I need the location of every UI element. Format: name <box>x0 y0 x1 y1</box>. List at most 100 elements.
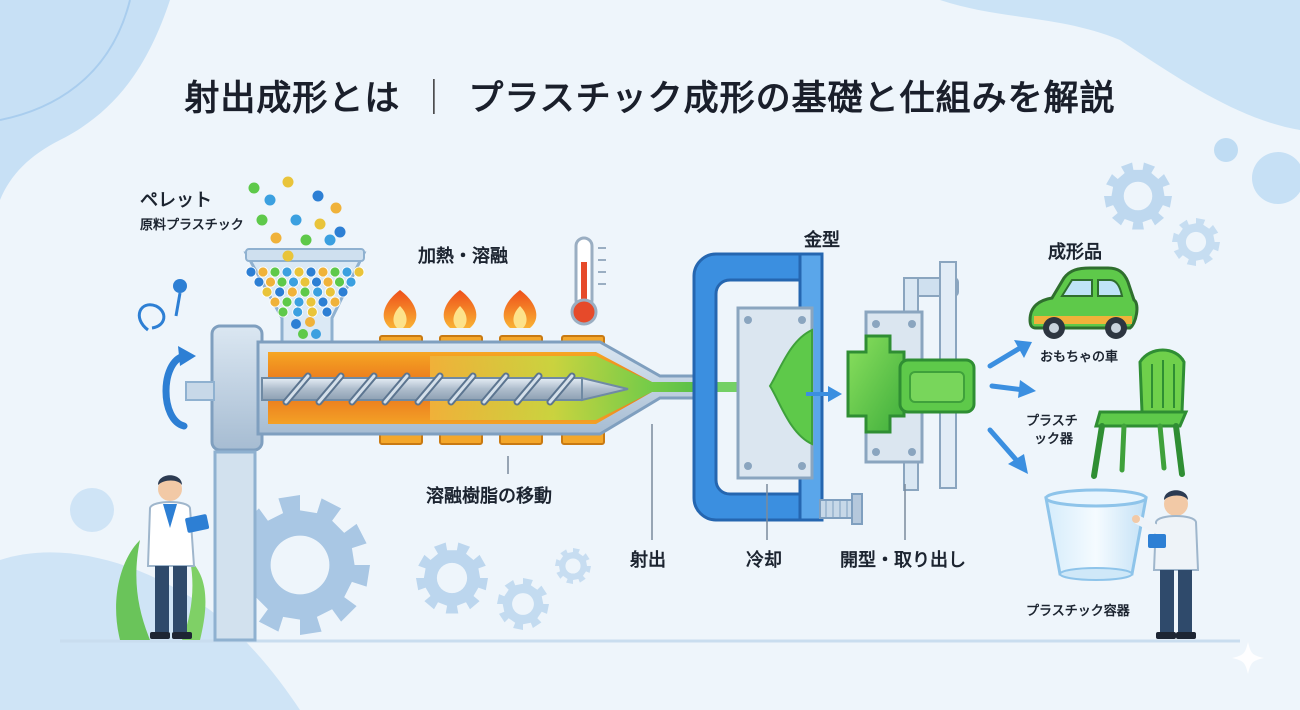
pellet <box>292 306 304 318</box>
title-main: 射出成形とは <box>184 79 401 119</box>
gear-icon <box>1172 218 1220 266</box>
toy-car <box>1028 266 1139 339</box>
pellet <box>270 232 282 244</box>
pellet <box>329 296 341 308</box>
thermometer-icon <box>570 236 606 326</box>
corner-blob-top-right <box>940 0 1300 130</box>
pellet <box>281 266 293 278</box>
pellet <box>281 296 293 308</box>
label-injection: 射出 <box>630 550 666 571</box>
corner-blob-bottom-left <box>0 552 300 710</box>
flame-icon <box>383 290 417 328</box>
pellet <box>334 276 345 288</box>
bubble <box>70 488 114 532</box>
pellet <box>305 266 317 278</box>
bubble <box>1214 138 1238 162</box>
pellet <box>256 214 268 226</box>
pellet <box>288 276 299 288</box>
pellet <box>312 286 324 298</box>
label-pellet-sub: 原料プラスチック <box>140 218 244 233</box>
drive-unit <box>137 279 264 642</box>
pellet <box>277 306 289 318</box>
pellet <box>298 329 308 339</box>
pellet <box>245 266 257 278</box>
pellet <box>299 286 311 298</box>
sparkle-icon <box>1232 642 1264 674</box>
arrow-icon <box>987 345 1023 369</box>
pellet <box>253 276 265 288</box>
gear-icon <box>416 542 488 614</box>
pellet <box>324 234 336 246</box>
pellet <box>312 190 324 202</box>
pellet <box>311 276 322 288</box>
pellet <box>322 276 334 288</box>
gear-icon <box>497 578 549 630</box>
pellet <box>269 266 281 278</box>
flame-icon <box>503 290 537 328</box>
pellet <box>345 276 357 288</box>
pellet <box>299 276 311 288</box>
arrow-icon <box>987 427 1021 465</box>
label-product-car: おもちゃの車 <box>1040 350 1119 365</box>
flame-icon <box>443 290 477 328</box>
label-cooling: 冷却 <box>746 550 782 571</box>
pellet <box>291 319 301 329</box>
arrow-icon <box>989 383 1027 393</box>
moving-mold-half <box>846 261 976 491</box>
pellet <box>306 306 318 318</box>
label-mold: 金型 <box>804 230 840 251</box>
pellet <box>274 286 286 298</box>
pellet <box>330 202 342 214</box>
pellet <box>329 266 341 278</box>
label-pellet: ペレット <box>140 190 212 211</box>
plastic-cup <box>1044 488 1148 581</box>
pellet <box>293 266 305 278</box>
pellet <box>269 296 281 308</box>
title-sub: プラスチック成形の基礎と仕組みを解説 <box>468 79 1116 119</box>
pellet <box>282 250 294 262</box>
leader-lines <box>507 424 906 540</box>
pellet <box>314 218 326 230</box>
pellet <box>321 306 333 318</box>
pellet <box>324 286 336 298</box>
output-arrows <box>987 340 1036 474</box>
engineer-person-left <box>116 475 210 640</box>
gear-icon <box>230 495 370 635</box>
rotate-arrow-icon <box>162 346 196 430</box>
corner-curve-top-left <box>0 0 131 121</box>
screw-bolt <box>819 493 863 525</box>
label-product-cup: プラスチック容器 <box>1026 604 1130 619</box>
bubble <box>1252 152 1300 204</box>
hopper-pellets <box>245 266 365 339</box>
pellet <box>353 266 365 278</box>
pellet <box>311 329 321 339</box>
corner-blob-top-left <box>0 0 170 200</box>
pellet <box>341 266 353 278</box>
mold-clamp <box>692 252 863 525</box>
page-title: 射出成形とは ｜ プラスチック成形の基礎と仕組みを解説 <box>0 70 1300 121</box>
label-resin-flow: 溶融樹脂の移動 <box>426 486 552 507</box>
title-separator: ｜ <box>416 79 453 119</box>
label-heating: 加熱・溶融 <box>418 246 508 267</box>
gear-group <box>230 162 1220 635</box>
pellet <box>282 176 294 188</box>
label-product-chair-line2: ック器 <box>1034 432 1074 447</box>
pellet <box>337 286 349 298</box>
pellet <box>261 286 273 298</box>
arrow-icon <box>806 386 842 402</box>
label-product-chair-line1: プラスチ <box>1026 414 1078 429</box>
pellet <box>290 214 302 226</box>
pellet <box>293 296 305 308</box>
pellet <box>334 226 346 238</box>
pellet <box>265 276 276 288</box>
flame-group <box>383 290 537 328</box>
label-opening: 開型・取り出し <box>840 550 966 571</box>
label-products: 成形品 <box>1048 242 1102 263</box>
pellet <box>305 317 315 327</box>
pellet <box>305 296 317 308</box>
engineer-person-right <box>1132 490 1200 639</box>
plastic-chair <box>1091 348 1189 479</box>
